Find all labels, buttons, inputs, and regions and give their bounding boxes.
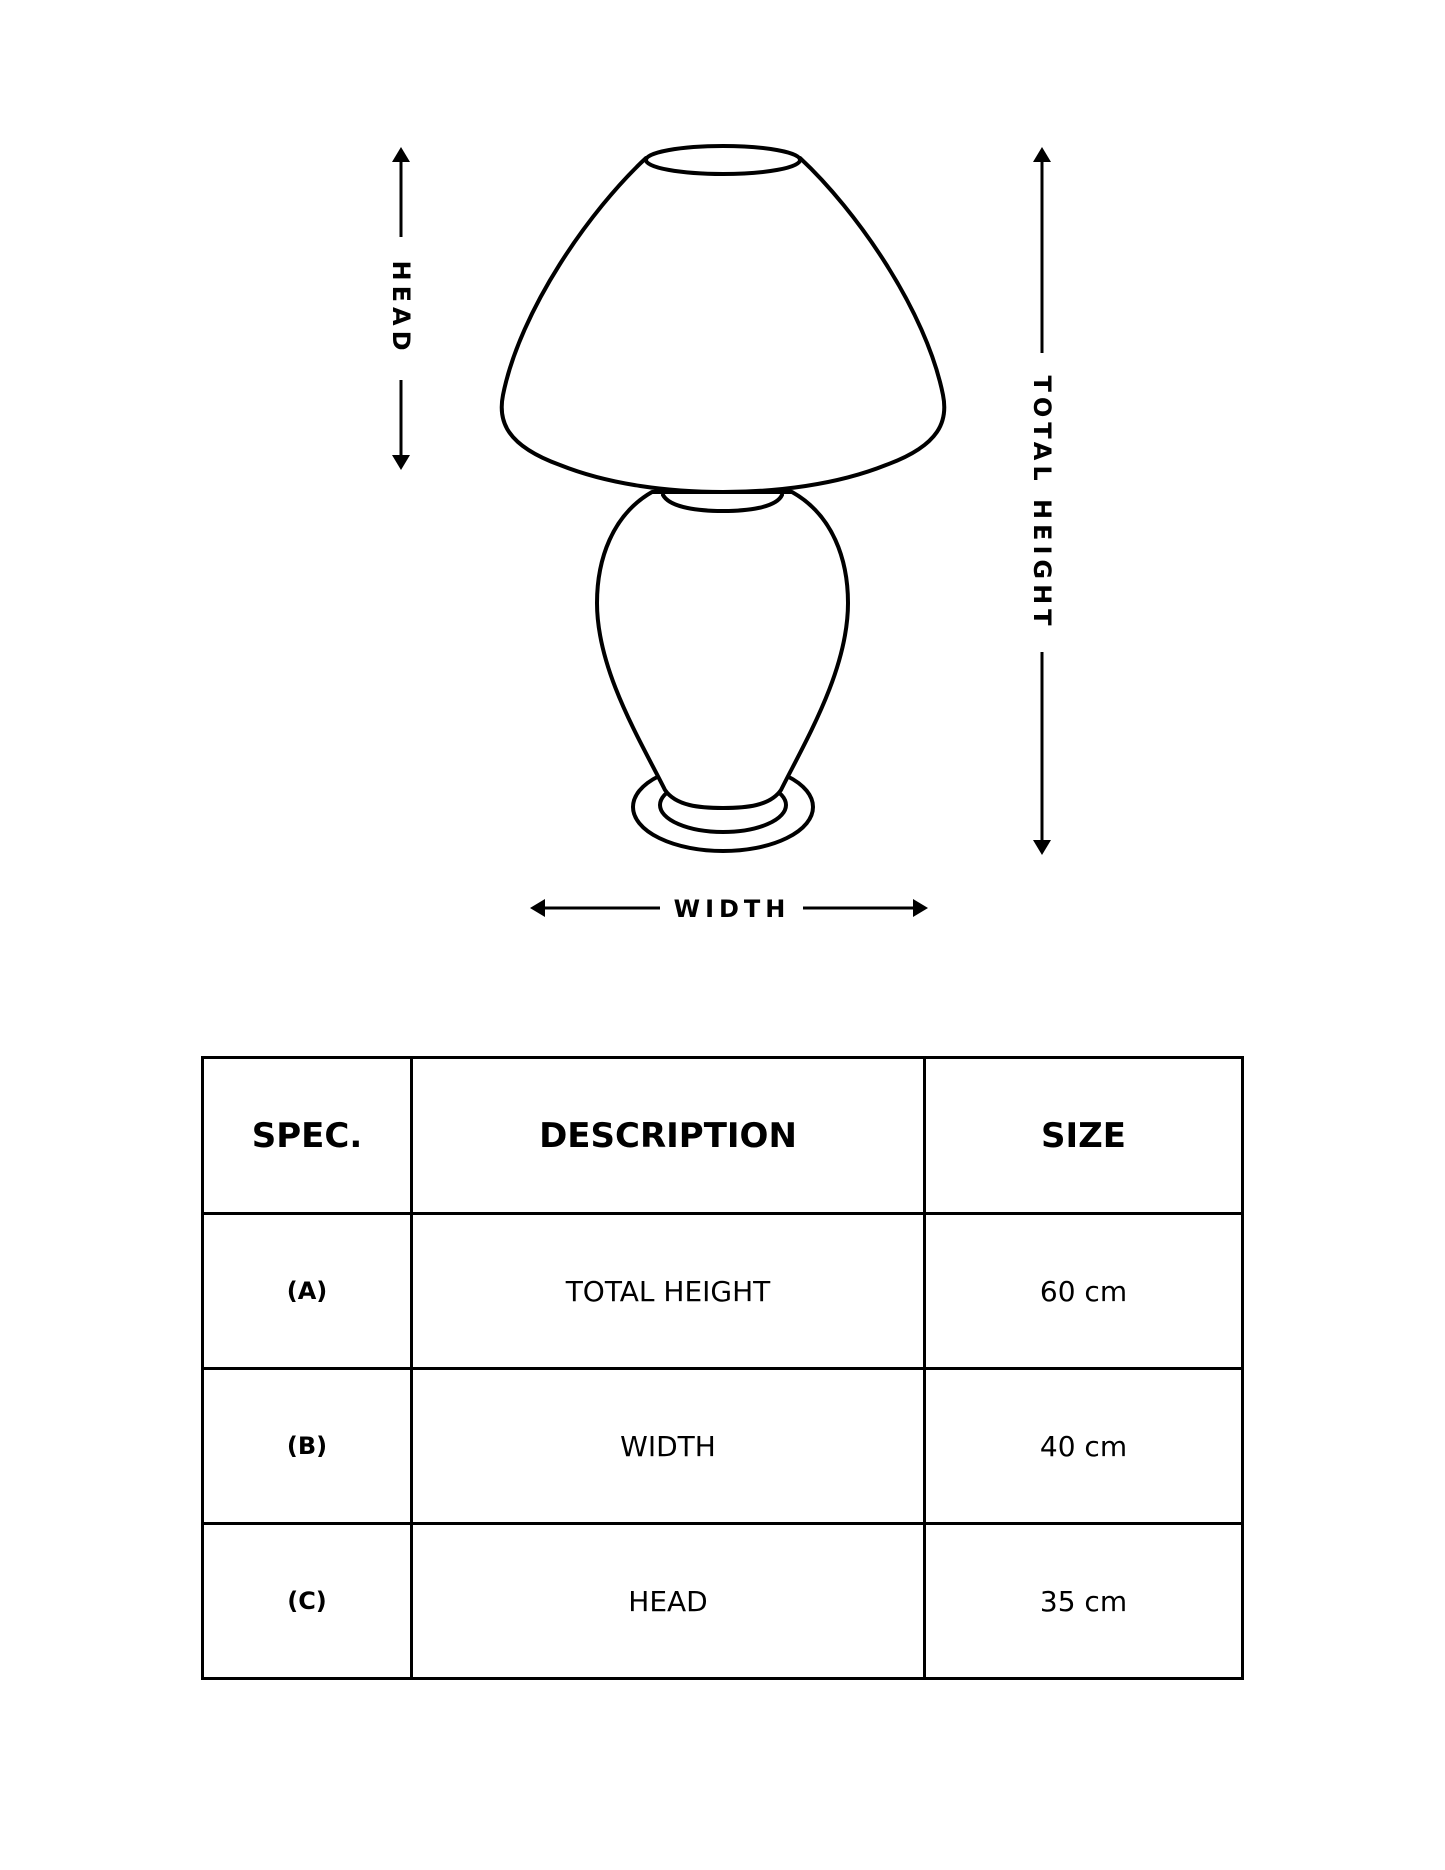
spec-cell: (C) — [201, 1522, 413, 1680]
lamp-neck — [661, 493, 784, 513]
lamp-shade — [499, 156, 947, 494]
header-spec: SPEC. — [201, 1056, 413, 1215]
lamp-shade-top-opening — [644, 144, 802, 176]
description-cell: TOTAL HEIGHT — [410, 1212, 926, 1370]
header-size: SIZE — [923, 1056, 1244, 1215]
table-header-row: SPEC. DESCRIPTION SIZE — [201, 1056, 1244, 1215]
table-row: (C) HEAD 35 cm — [201, 1522, 1244, 1680]
table-row: (A) TOTAL HEIGHT 60 cm — [201, 1212, 1244, 1370]
width-dimension-arrow — [530, 899, 928, 917]
width-label: WIDTH — [673, 895, 791, 923]
size-cell: 35 cm — [923, 1522, 1244, 1680]
head-dimension-arrow — [392, 147, 410, 470]
lamp-dimension-diagram — [392, 144, 1051, 917]
description-cell: WIDTH — [410, 1367, 926, 1525]
size-cell: 40 cm — [923, 1367, 1244, 1525]
lamp-vase-body — [595, 490, 850, 810]
header-description: DESCRIPTION — [410, 1056, 926, 1215]
total-height-dimension-arrow — [1033, 147, 1051, 855]
spec-cell: (B) — [201, 1367, 413, 1525]
description-cell: HEAD — [410, 1522, 926, 1680]
spec-cell: (A) — [201, 1212, 413, 1370]
head-label: HEAD — [387, 260, 415, 356]
spec-table: SPEC. DESCRIPTION SIZE (A) TOTAL HEIGHT … — [201, 1056, 1244, 1680]
total-height-label: TOTAL HEIGHT — [1028, 375, 1056, 631]
table-row: (B) WIDTH 40 cm — [201, 1367, 1244, 1525]
size-cell: 60 cm — [923, 1212, 1244, 1370]
